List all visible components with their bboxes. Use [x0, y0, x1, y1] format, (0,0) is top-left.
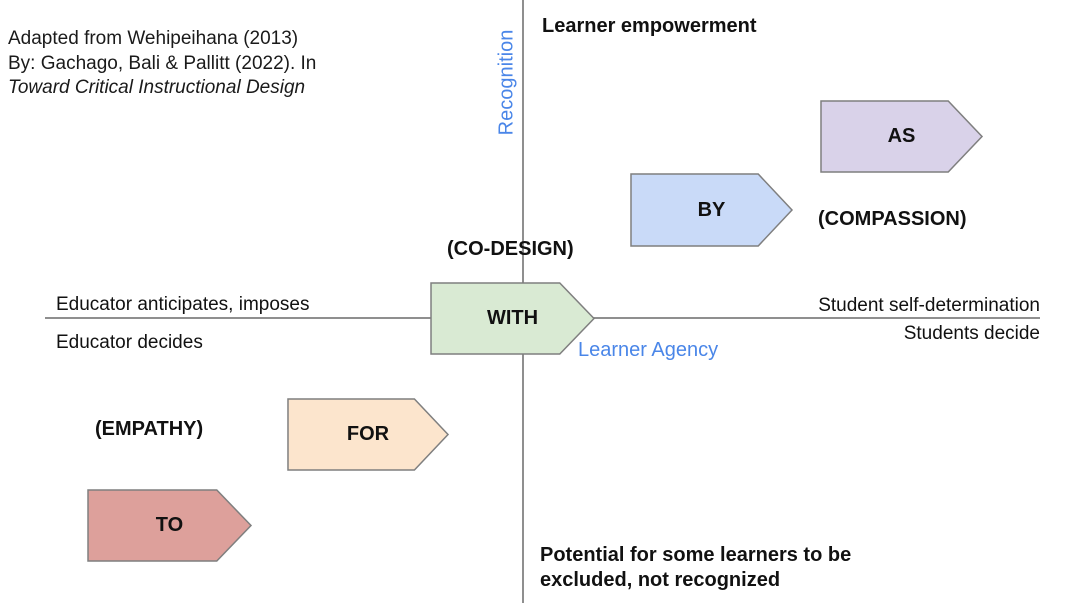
- left-axis-label-below: Educator decides: [56, 332, 203, 353]
- attribution-line-2: By: Gachago, Bali & Pallitt (2022). In: [8, 52, 317, 74]
- attribution: Adapted from Wehipeihana (2013) By: Gach…: [8, 27, 316, 101]
- attribution-line-3: Toward Critical Instructional Design: [8, 77, 306, 98]
- arrow-as: AS: [820, 100, 983, 173]
- bottom-quadrant-label: Potential for some learners to be exclud…: [540, 544, 852, 591]
- left-axis-label-above: Educator anticipates, imposes: [56, 294, 310, 315]
- annotation-compassion: (COMPASSION): [818, 208, 967, 230]
- right-axis-label-above: Student self-determination: [818, 295, 1040, 316]
- right-axis-label-below: Students decide: [903, 323, 1040, 344]
- horizontal-axis-label: Learner Agency: [578, 339, 719, 361]
- arrow-for-label: FOR: [346, 423, 390, 445]
- top-quadrant-label: Learner empowerment: [542, 15, 757, 37]
- arrow-by-shape: [630, 173, 793, 247]
- arrow-to: TO: [87, 489, 252, 562]
- arrow-to-label: TO: [155, 514, 184, 536]
- arrow-for-shape: [287, 398, 449, 471]
- vertical-axis-label: Recognition: [495, 29, 518, 136]
- arrow-by: BY: [630, 173, 793, 247]
- arrow-to-shape: [87, 489, 252, 562]
- arrow-as-label: AS: [887, 125, 916, 147]
- arrow-with-shape: [430, 282, 595, 355]
- annotation-codesign: (CO-DESIGN): [447, 238, 574, 260]
- arrow-by-label: BY: [697, 198, 726, 221]
- annotation-empathy: (EMPATHY): [95, 418, 204, 440]
- arrow-for: FOR: [287, 398, 449, 471]
- arrow-with-label: WITH: [486, 307, 539, 329]
- arrow-with: WITH: [430, 282, 595, 355]
- attribution-line-1: Adapted from Wehipeihana (2013): [8, 28, 299, 49]
- arrow-as-shape: [820, 100, 983, 173]
